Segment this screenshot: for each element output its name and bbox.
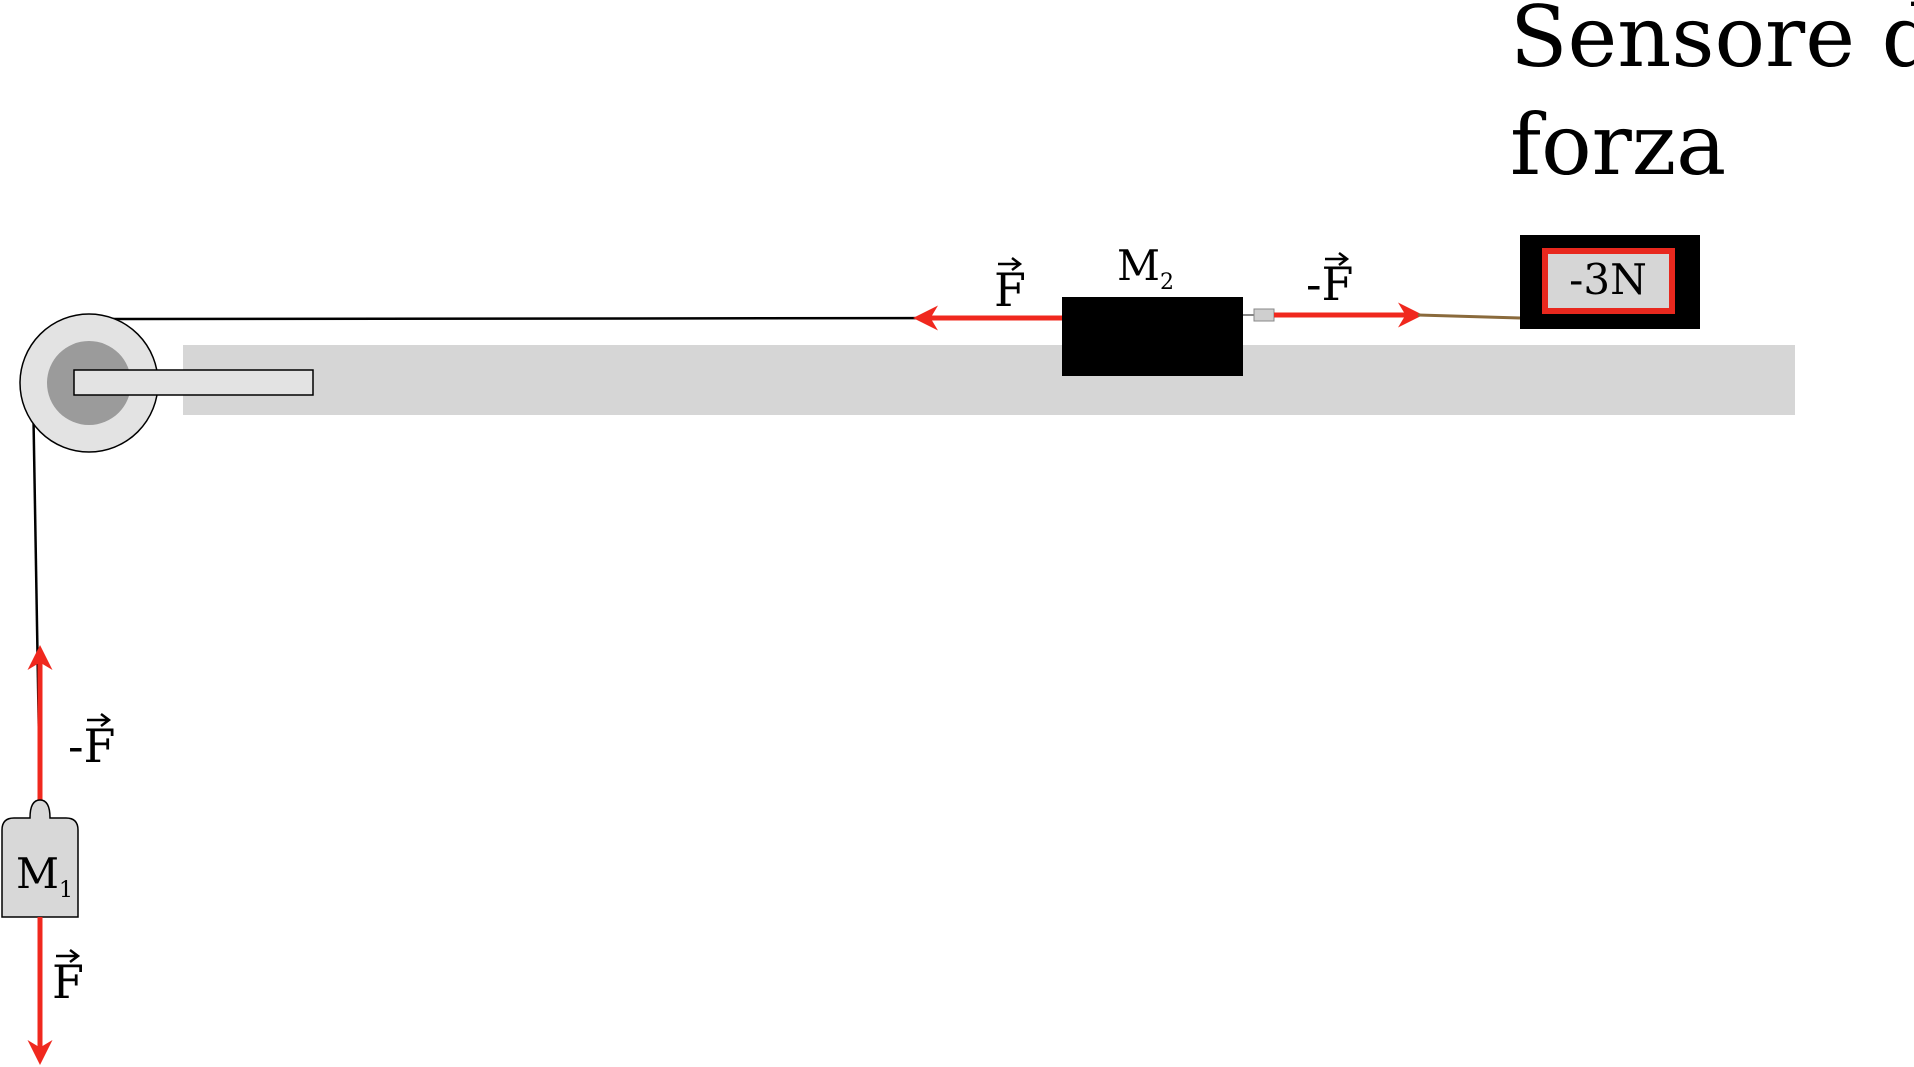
mass-m2-label: M2 <box>1117 241 1174 295</box>
string-horizontal <box>91 316 1063 321</box>
sensor-title-line2: forza <box>1510 96 1726 194</box>
sensor-reading: -3N <box>1569 255 1647 304</box>
force-label-m1-down: F <box>52 955 84 1009</box>
sensor-display <box>1542 248 1675 314</box>
mass-m1-weight <box>1 799 79 918</box>
vector-arrow-icon <box>1325 252 1350 266</box>
force-label-m2-right: -F <box>1306 257 1353 311</box>
m2-hook <box>1253 308 1275 322</box>
mass-m2-block <box>1062 297 1243 376</box>
table <box>183 345 1795 415</box>
vector-arrow-icon <box>998 257 1023 271</box>
vector-arrow-icon <box>56 949 81 963</box>
pulley-clamp <box>73 369 314 396</box>
sensor-title-line1: Sensore di <box>1510 0 1914 86</box>
vector-arrow-icon <box>87 713 112 727</box>
force-label-m2-left: F <box>994 263 1026 317</box>
force-sensor: -3N <box>1520 235 1700 329</box>
mass-m1-label: M1 <box>16 849 73 903</box>
pulley <box>19 313 314 453</box>
sensor-cable <box>1417 313 1521 320</box>
force-label-m1-up: -F <box>68 719 115 773</box>
